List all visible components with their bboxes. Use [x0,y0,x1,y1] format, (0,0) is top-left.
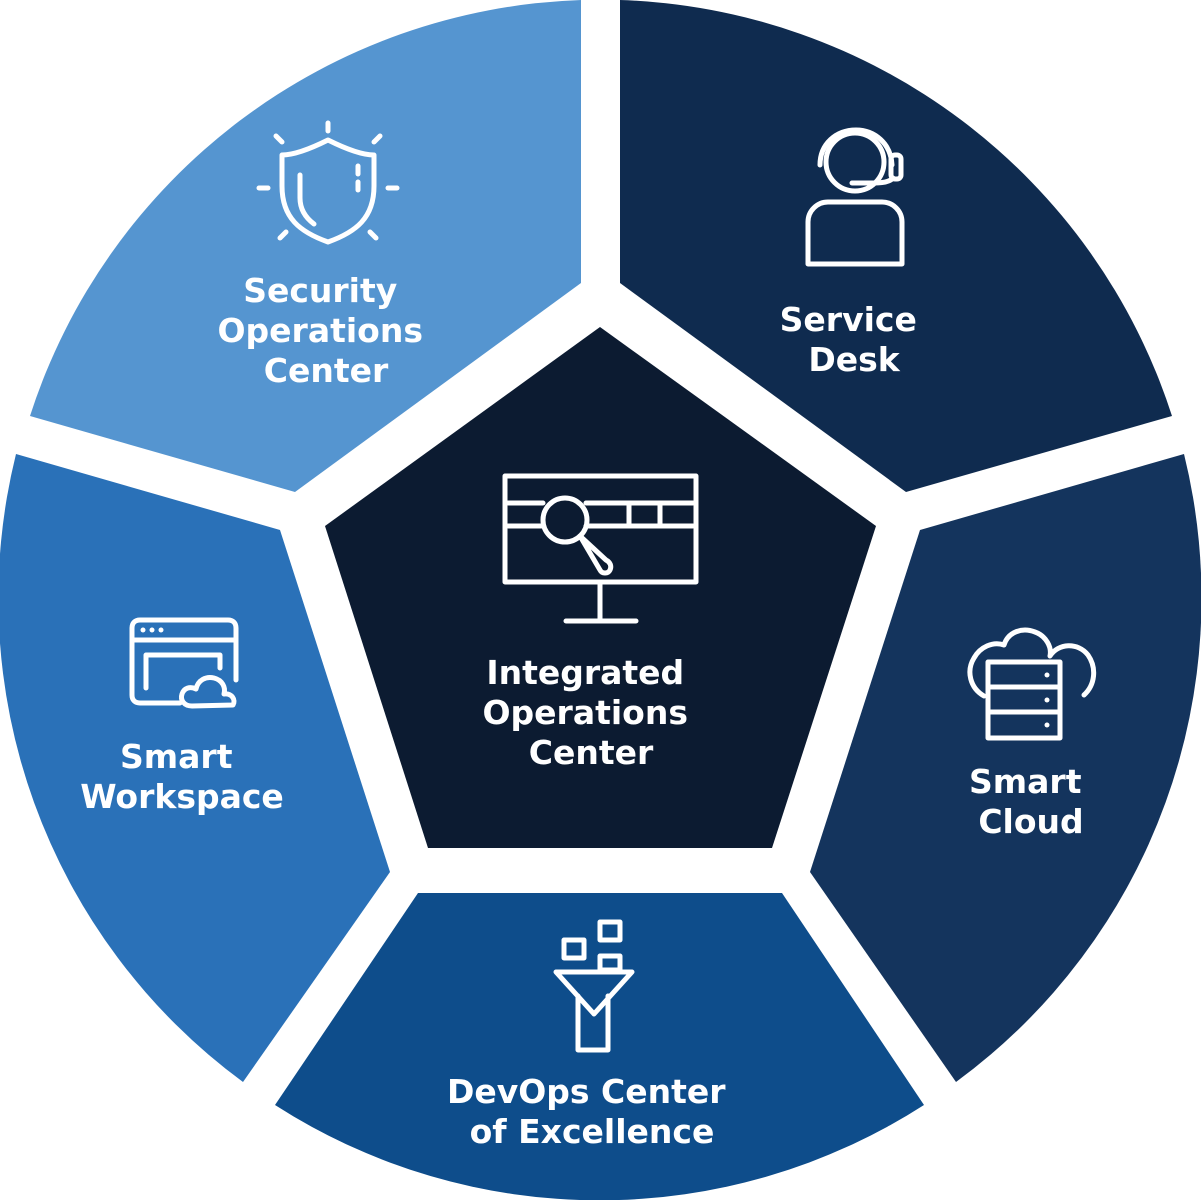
segment-devops-center-of-excellence [275,893,924,1200]
segment-smart-workspace [0,454,390,1082]
label-line: Desk [808,340,900,379]
label-line: of Excellence [470,1112,715,1151]
label-smart-workspace: Smart Workspace [80,737,284,816]
label-service-desk: Service Desk [780,300,929,379]
label-line: Workspace [80,777,284,816]
browser-cloud-icon [129,617,239,709]
label-line: Operations [483,693,689,732]
label-security-operations-center: Security Operations Center [218,271,435,390]
label-line: Smart [969,762,1082,801]
shield-icon [256,120,400,245]
cloud-server-icon [967,627,1097,741]
monitor-search-icon [502,473,699,624]
label-line: Center [264,351,389,390]
label-devops-center-of-excellence: DevOps Center of Excellence [447,1072,737,1151]
label-line: Operations [218,311,424,350]
headset-user-icon [805,127,905,267]
label-smart-cloud: Smart Cloud [969,762,1093,841]
segment-service-desk [620,0,1172,492]
label-line: DevOps Center [447,1072,726,1111]
segment-security-operations-center [30,0,581,492]
label-line: Cloud [978,802,1083,841]
label-line: Smart [120,737,233,776]
label-line: Service [780,300,917,339]
segment-smart-cloud [810,454,1201,1082]
funnel-icon [553,919,635,1053]
label-line: Center [529,733,654,772]
label-integrated-operations-center: Integrated Operations Center [483,653,700,772]
label-line: Integrated [486,653,684,692]
label-line: Security [243,271,397,310]
